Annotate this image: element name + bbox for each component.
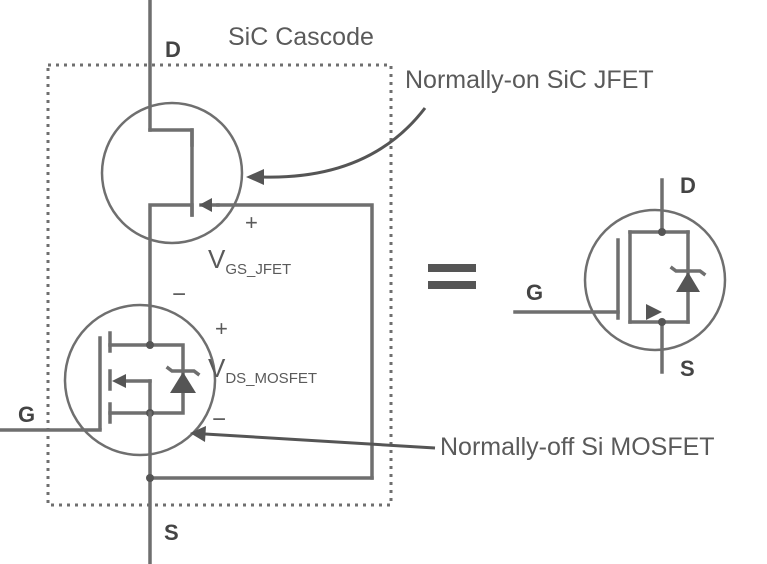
zener-diode-bar [165, 365, 201, 377]
vds-plus: + [215, 316, 228, 341]
zener-diode-triangle [170, 372, 196, 393]
vgs-plus: + [245, 210, 258, 235]
vgs-label: VGS_JFET [208, 244, 291, 278]
jfet-drain-lead [148, 128, 194, 147]
vds-label: VDS_MOSFET [208, 353, 317, 387]
equivalent-circle [583, 208, 727, 352]
equals-bottom-bar [428, 281, 476, 289]
mosfet-callout-arrow [204, 432, 436, 450]
jfet-callout-arrowhead [246, 169, 264, 185]
junction-dot [658, 318, 666, 326]
diode-loop [148, 343, 185, 415]
jfet-label: Normally-on SiC JFET [405, 66, 654, 94]
drain-label: D [165, 37, 181, 62]
jfet-source-wire [148, 203, 194, 347]
eq-source-label: S [680, 356, 695, 381]
junction-dot [146, 474, 154, 482]
vgs-minus: − [172, 281, 186, 308]
vds-minus: − [212, 406, 226, 433]
source-label: S [164, 520, 179, 545]
eq-source-arrow [646, 304, 662, 320]
equivalent-symbol [513, 178, 727, 374]
eq-drain-label: D [680, 173, 696, 198]
equals-top-bar [428, 264, 476, 272]
jfet-circle [100, 101, 244, 245]
cascode-boundary [46, 63, 393, 507]
junction-dot [658, 228, 666, 236]
eq-diode-bar [669, 265, 707, 277]
eq-gate-label: G [526, 280, 543, 305]
jfet-gate-arrow [199, 198, 212, 212]
mosfet-label: Normally-off Si MOSFET [440, 433, 715, 461]
mosfet-body-arrow [112, 374, 126, 388]
cascode-title: SiC Cascode [228, 23, 374, 51]
gate-return-wire [216, 203, 374, 480]
jfet-callout-arrow [261, 107, 427, 179]
mosfet-symbol [0, 303, 217, 457]
gate-label: G [18, 402, 35, 427]
mosfet-callout-arrowhead [190, 426, 206, 442]
jfet-symbol [100, 101, 244, 245]
junction-dot [146, 341, 154, 349]
eq-diode-triangle [676, 272, 700, 292]
mosfet-circle [63, 303, 217, 457]
